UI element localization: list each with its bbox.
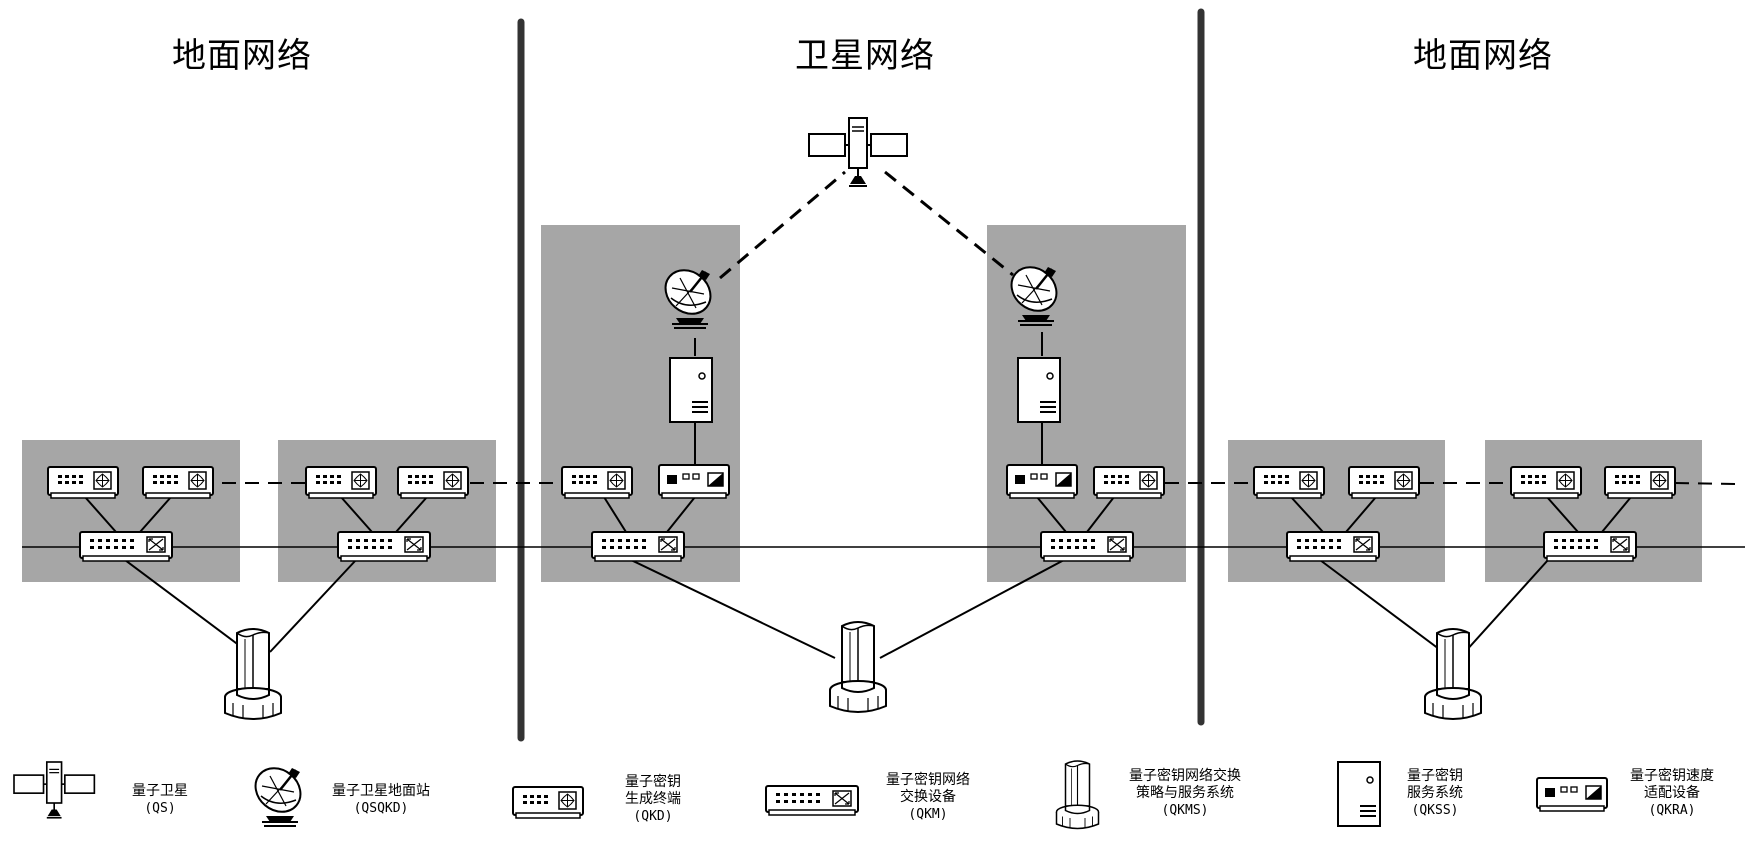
legend-abbr: (QS) xyxy=(144,801,176,816)
legend-abbr: (QSQKD) xyxy=(353,801,409,816)
quantum-links xyxy=(222,170,1736,485)
qkss-server xyxy=(1017,357,1061,423)
satellite-link-dashed xyxy=(884,170,1014,277)
qkd-terminal xyxy=(1093,466,1165,499)
satellite-link-dashed xyxy=(719,170,846,280)
quantum-link-dashed xyxy=(1674,482,1736,485)
qkm-switch xyxy=(1286,531,1380,562)
qkms-pillar xyxy=(224,628,282,720)
legend-label-text: 量子密钥 生成终端 xyxy=(625,774,681,807)
legend-abbr: (QKMS) xyxy=(1161,803,1209,818)
satellite-ground-station-icon xyxy=(245,758,311,828)
legend-abbr: (QKD) xyxy=(633,809,673,824)
legend-abbr: (QKM) xyxy=(908,807,948,822)
legend-label-text: 量子密钥 服务系统 xyxy=(1407,768,1463,801)
qkd-terminal xyxy=(1348,466,1420,499)
legend-item-qs: 量子卫星 (QS) xyxy=(115,783,205,817)
legend-item-qkra: 量子密钥速度 适配设备 (QKRA) xyxy=(1612,768,1732,819)
legend-item-qkms: 量子密钥网络交换 策略与服务系统 (QKMS) xyxy=(1110,768,1260,819)
key-exchange-service-system-icon xyxy=(1055,760,1100,830)
quantum-satellite xyxy=(808,117,908,187)
qkss-server xyxy=(669,357,713,423)
qkd-terminal xyxy=(1510,466,1582,499)
legend-label-text: 量子卫星 xyxy=(132,783,188,799)
qkd-terminal xyxy=(47,466,119,499)
legend-item-qkm: 量子密钥网络 交换设备 (QKM) xyxy=(868,772,988,823)
qkra-adapter xyxy=(658,464,730,499)
legend-item-qkss: 量子密钥 服务系统 (QKSS) xyxy=(1390,768,1480,819)
legend-label-text: 量子卫星地面站 xyxy=(332,783,430,799)
legend-item-qkd: 量子密钥 生成终端 (QKD) xyxy=(608,774,698,825)
legend-abbr: (QKSS) xyxy=(1411,803,1459,818)
key-network-switch-icon xyxy=(765,785,859,816)
qkm-switch xyxy=(1040,531,1134,562)
legend-label-text: 量子密钥网络 交换设备 xyxy=(886,772,970,805)
legend-icons xyxy=(13,758,1608,830)
qkd-terminal xyxy=(397,466,469,499)
qkd-terminal xyxy=(305,466,377,499)
qkd-terminal xyxy=(1604,466,1676,499)
qkm-switch xyxy=(591,531,685,562)
legend-abbr: (QKRA) xyxy=(1648,803,1696,818)
qkd-terminal xyxy=(142,466,214,499)
key-generation-terminal-icon xyxy=(512,786,584,819)
quantum-satellite-icon xyxy=(13,761,96,819)
qkra-adapter xyxy=(1006,464,1078,499)
node-boxes xyxy=(22,225,1702,582)
section-title-left-ground: 地面网络 xyxy=(172,36,312,76)
section-title-satellite: 卫星网络 xyxy=(795,36,935,76)
qkm-switch xyxy=(337,531,431,562)
connection-lines xyxy=(84,332,1632,659)
legend-label-text: 量子密钥速度 适配设备 xyxy=(1630,768,1714,801)
key-rate-adapter-icon xyxy=(1536,777,1608,812)
qkms-pillar xyxy=(829,621,887,713)
qkd-terminal xyxy=(561,466,633,499)
legend-item-qsqkd: 量子卫星地面站 (QSQKD) xyxy=(316,783,446,817)
legend-label-text: 量子密钥网络交换 策略与服务系统 xyxy=(1129,768,1241,801)
section-title-right-ground: 地面网络 xyxy=(1413,36,1553,76)
qkm-switch xyxy=(79,531,173,562)
qkd-terminal xyxy=(1253,466,1325,499)
key-service-system-icon xyxy=(1337,761,1381,827)
qkm-switch xyxy=(1543,531,1637,562)
